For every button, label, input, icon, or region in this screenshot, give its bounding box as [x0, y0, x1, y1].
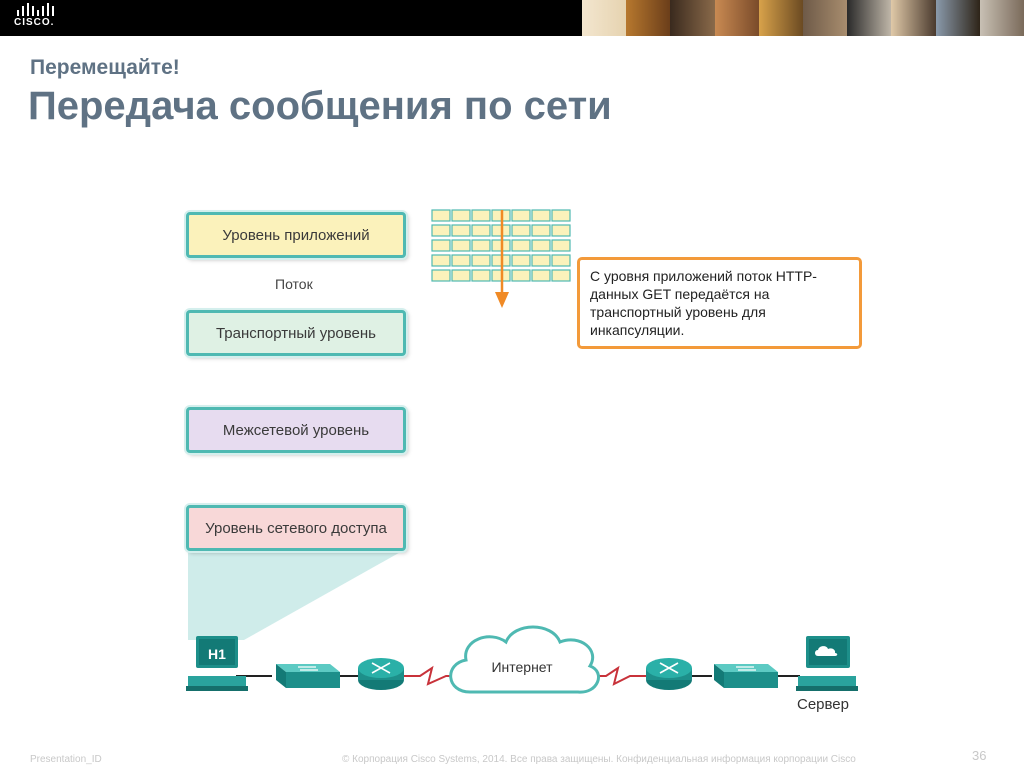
host-h1-icon: H1: [186, 636, 248, 691]
server-icon: Сервер: [796, 636, 858, 713]
header-bar: CISCO.: [0, 0, 1024, 36]
application-layer-box: Уровень приложений: [186, 212, 406, 258]
network-access-layer-box: Уровень сетевого доступа: [186, 505, 406, 551]
photo-8: [891, 0, 936, 36]
photo-4: [714, 0, 759, 36]
host-label: H1: [208, 646, 226, 662]
photo-5: [758, 0, 804, 36]
flow-label: Поток: [275, 276, 313, 292]
copyright-text: © Корпорация Cisco Systems, 2014. Все пр…: [342, 754, 856, 765]
transport-layer-box: Транспортный уровень: [186, 310, 406, 356]
photo-strip: [582, 0, 1024, 36]
slide-title: Передача сообщения по сети: [28, 84, 612, 128]
internet-layer-box: Межсетевой уровень: [186, 407, 406, 453]
down-arrow-icon: [495, 210, 509, 308]
internet-cloud-icon: Интернет: [449, 625, 600, 694]
photo-7: [847, 0, 892, 36]
photo-1: [582, 0, 627, 36]
photo-3: [670, 0, 715, 36]
internet-label: Интернет: [491, 659, 553, 675]
explanation-callout: С уровня приложений поток HTTP-данных GE…: [577, 257, 862, 349]
switch-icon: [714, 664, 778, 688]
photo-2: [626, 0, 671, 36]
photo-6: [803, 0, 848, 36]
photo-9: [935, 0, 980, 36]
server-label: Сервер: [797, 696, 849, 713]
photo-10: [979, 0, 1024, 36]
cisco-bars-icon: [17, 3, 54, 16]
router-icon: [358, 658, 404, 690]
switch-icon: [276, 664, 340, 688]
presentation-id: Presentation_ID: [30, 754, 102, 765]
router-icon: [646, 658, 692, 690]
cisco-logo: CISCO.: [14, 3, 62, 33]
logo-text: CISCO.: [14, 17, 55, 28]
page-number: 36: [972, 748, 987, 763]
slide-subtitle: Перемещайте!: [30, 56, 180, 79]
focus-cone: [188, 550, 404, 640]
